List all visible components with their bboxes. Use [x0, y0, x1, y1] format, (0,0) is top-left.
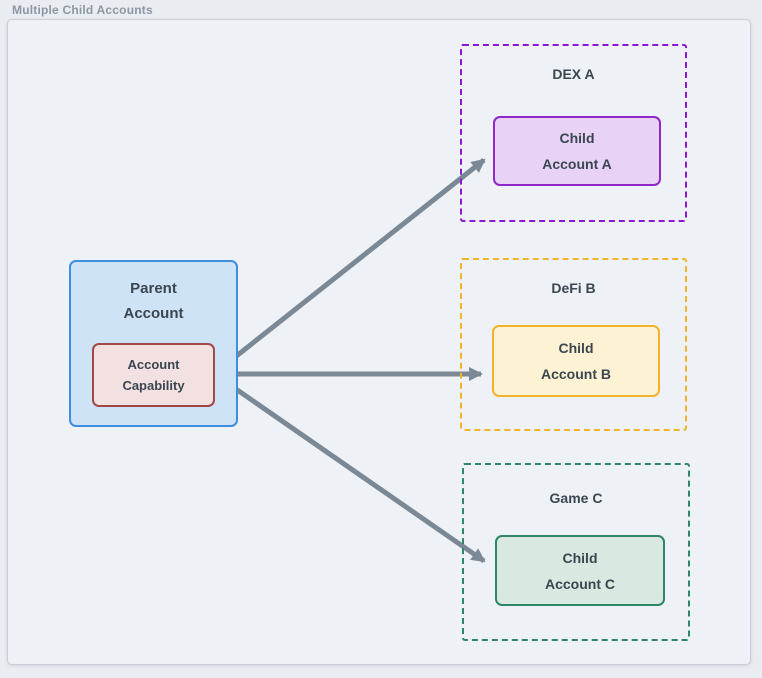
group-dex-a-label: DEX A	[552, 66, 595, 82]
child-account-a-label-line1: Child	[559, 130, 595, 146]
child-account-a-node: Child Account A	[493, 116, 661, 186]
parent-account-label-line1: Parent	[130, 280, 177, 297]
group-defi-b: DeFi B	[460, 258, 687, 431]
parent-account-label: Parent Account	[124, 276, 184, 326]
account-capability-label-line2: Capability	[122, 378, 185, 393]
child-account-c-node: Child Account C	[495, 535, 665, 606]
parent-account-node: Parent Account Account Capability	[69, 260, 238, 427]
child-account-b-label-line2: Account B	[541, 366, 611, 382]
child-account-c-label-line2: Account C	[545, 575, 615, 592]
group-dex-a: DEX A	[460, 44, 687, 222]
account-capability-label: Account Capability	[122, 354, 184, 396]
child-account-c-label-line1: Child	[562, 549, 598, 566]
parent-account-label-line2: Account	[123, 305, 184, 322]
account-capability-label-line1: Account	[127, 357, 180, 372]
diagram-title: Multiple Child Accounts	[12, 3, 153, 17]
child-account-b-node: Child Account B	[492, 325, 660, 397]
group-game-c: Game C	[462, 463, 690, 641]
account-capability-node: Account Capability	[92, 343, 215, 407]
group-game-c-label: Game C	[549, 490, 603, 506]
child-account-a-label-line2: Account A	[542, 156, 612, 172]
group-defi-b-label: DeFi B	[551, 280, 596, 296]
child-account-b-label-line1: Child	[558, 340, 594, 356]
